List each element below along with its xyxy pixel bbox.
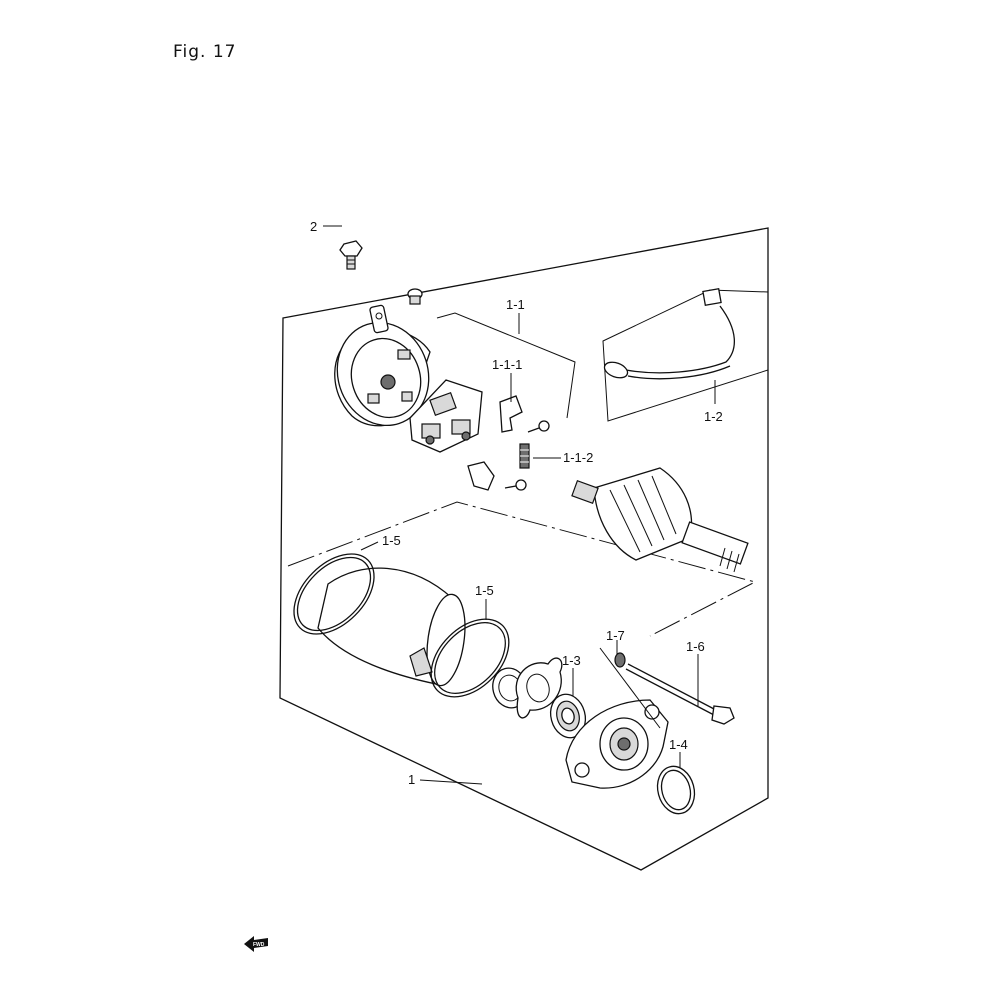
lock-washer-part bbox=[515, 657, 563, 719]
o-ring-front-inner bbox=[434, 622, 506, 694]
lead-wire-part bbox=[603, 287, 736, 380]
callout-1: 1 bbox=[408, 772, 415, 787]
small-washer-part bbox=[614, 652, 626, 668]
bolt-part bbox=[339, 240, 363, 270]
fwd-label: FWD bbox=[253, 942, 265, 948]
armature-group-boundary bbox=[287, 501, 757, 637]
figure-title: Fig. 17 bbox=[173, 42, 237, 62]
brush-group-bracket bbox=[436, 312, 576, 419]
callout-1-3: 1-3 bbox=[562, 653, 581, 668]
callout-1-1: 1-1 bbox=[506, 297, 525, 312]
callout-1-7: 1-7 bbox=[606, 628, 625, 643]
brush-screw-upper-part bbox=[527, 420, 550, 433]
brush-plate-lower-part bbox=[467, 461, 495, 491]
callout-1-6: 1-6 bbox=[686, 639, 705, 654]
brush-screw-lower-part bbox=[504, 479, 527, 491]
front-cover-part bbox=[565, 699, 669, 789]
callout-1-2: 1-2 bbox=[704, 409, 723, 424]
callout-1-5a: 1-5 bbox=[382, 533, 401, 548]
callout-1-4: 1-4 bbox=[669, 737, 688, 752]
cover-screw-part bbox=[407, 288, 423, 305]
yoke-housing-part bbox=[317, 567, 466, 687]
lead-wire-box bbox=[602, 289, 769, 422]
callout-1-5b: 1-5 bbox=[475, 583, 494, 598]
callout-2: 2 bbox=[310, 219, 317, 234]
brush-holder-part bbox=[409, 379, 483, 453]
oil-seal-part bbox=[549, 693, 587, 739]
brush-plate-upper-part bbox=[499, 395, 523, 433]
through-bolt-part bbox=[625, 663, 735, 725]
o-ring-cover-part bbox=[656, 765, 696, 815]
o-ring-rear-inner bbox=[296, 556, 372, 632]
assembly-outline bbox=[279, 227, 769, 871]
callout-1-1-1: 1-1-1 bbox=[492, 357, 522, 372]
brush-spring-part bbox=[519, 443, 530, 469]
fwd-arrow-icon: FWD bbox=[244, 936, 268, 952]
rear-cover-part bbox=[334, 304, 431, 427]
leader-1-5a bbox=[360, 541, 379, 551]
callout-1-1-2: 1-1-2 bbox=[563, 450, 593, 465]
leader-1 bbox=[419, 779, 483, 785]
o-ring-cover-inner bbox=[660, 769, 692, 811]
o-ring-front-part bbox=[430, 618, 510, 698]
leader-1-7-guide bbox=[599, 647, 661, 729]
o-ring-rear-part bbox=[293, 553, 375, 635]
armature-part bbox=[571, 467, 749, 573]
